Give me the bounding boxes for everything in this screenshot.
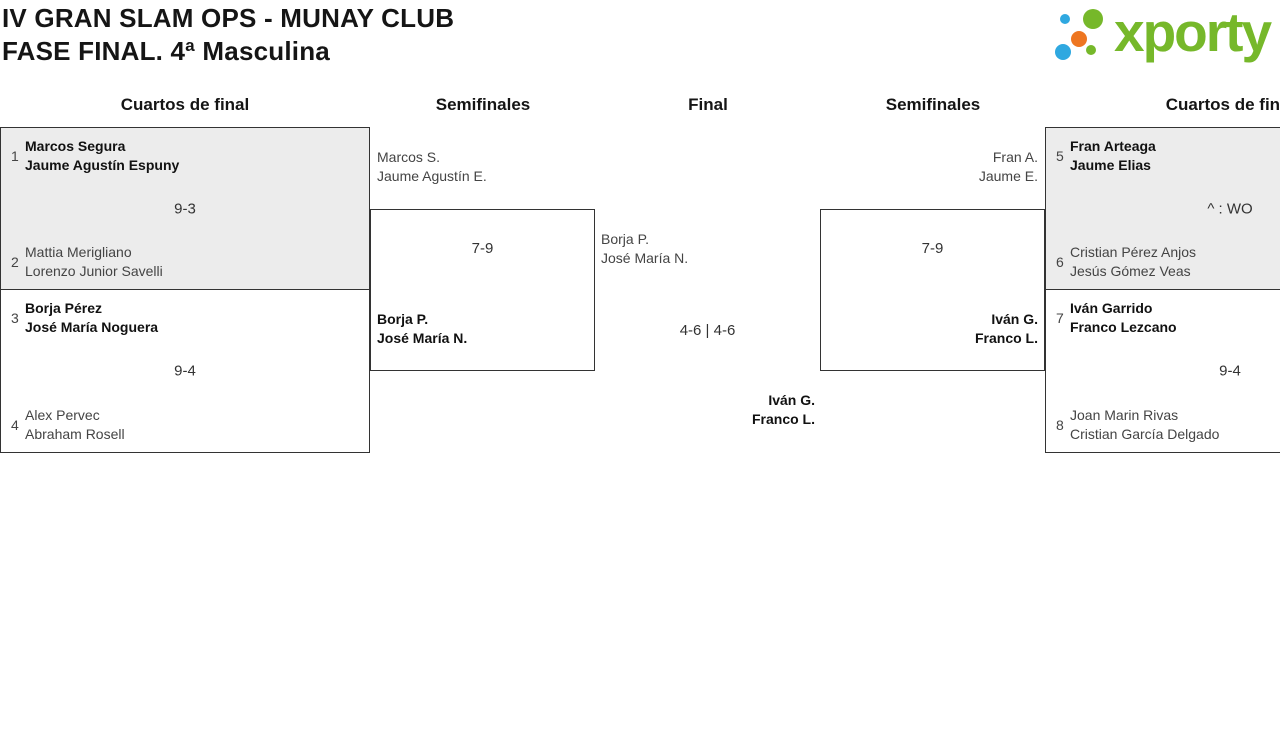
player-name: Iván G. [991, 311, 1038, 327]
player-name: Fran Arteaga [1070, 138, 1156, 154]
team-names: Iván Garrido Franco Lezcano [1070, 299, 1177, 337]
match-score: 9-4 [1219, 362, 1241, 380]
quarterfinals-left-column: 1 Marcos Segura Jaume Agustín Espuny 9-3… [0, 127, 370, 453]
tournament-name: IV GRAN SLAM OPS - MUNAY CLUB [2, 3, 455, 33]
final-team-bottom: Iván G. Franco L. [595, 391, 815, 429]
team-seed-5: 5 Fran Arteaga Jaume Elias [1056, 137, 1280, 175]
match-walkover-note: ^ : WO [1207, 200, 1253, 217]
seed-number: 7 [1056, 310, 1064, 326]
player-name: Cristian García Delgado [1070, 426, 1220, 442]
player-name: Jaume E. [978, 168, 1038, 184]
team-names: Borja Pérez José María Noguera [25, 299, 158, 337]
sf-right-team-top: Fran A. Jaume E. [820, 148, 1038, 186]
player-name: Cristian Pérez Anjos [1070, 244, 1197, 260]
player-name: Iván Garrido [1070, 300, 1153, 316]
player-name: Abraham Rosell [25, 426, 125, 442]
quarterfinals-right-column: 5 Fran Arteaga Jaume Elias ^ : WO 6 Cris… [1045, 127, 1280, 453]
xporty-wordmark: xporty [1114, 1, 1272, 63]
player-name: Jaume Agustín Espuny [25, 157, 180, 173]
seed-number: 6 [1056, 254, 1064, 270]
player-name: Franco L. [974, 330, 1038, 346]
player-name: Lorenzo Junior Savelli [25, 263, 163, 279]
team-names: Fran Arteaga Jaume Elias [1070, 137, 1156, 175]
team-names: Mattia Merigliano Lorenzo Junior Savelli [25, 243, 163, 281]
player-name: Mattia Merigliano [25, 244, 132, 260]
sf-left-team-bottom: Borja P. José María N. [377, 310, 467, 348]
match-qf1: 1 Marcos Segura Jaume Agustín Espuny 9-3… [1, 128, 369, 290]
round-header-sf-right: Semifinales [885, 95, 981, 114]
player-name: Borja P. [601, 231, 649, 247]
player-name: Jaume Agustín E. [377, 168, 487, 184]
xporty-dots-icon [1055, 9, 1103, 60]
team-seed-7: 7 Iván Garrido Franco Lezcano [1056, 299, 1280, 337]
player-name: José María Noguera [25, 319, 159, 335]
team-names: Alex Pervec Abraham Rosell [25, 406, 125, 444]
round-header-qf-right: Cuartos de final [1165, 95, 1280, 114]
seed-number: 3 [11, 310, 19, 326]
player-name: Joan Marin Rivas [1070, 407, 1179, 423]
match-qf2: 3 Borja Pérez José María Noguera 9-4 4 A… [1, 290, 369, 452]
seed-number: 1 [11, 148, 19, 164]
team-names: Cristian Pérez Anjos Jesús Gómez Veas [1070, 243, 1196, 281]
seed-number: 4 [11, 417, 19, 433]
player-name: Franco Lezcano [1070, 319, 1177, 335]
match-qf3: 5 Fran Arteaga Jaume Elias ^ : WO 6 Cris… [1046, 128, 1280, 290]
match-score: 7-9 [471, 240, 494, 257]
match-sf-right [820, 209, 1045, 371]
match-sf-left [370, 209, 595, 371]
round-header-qf-left: Cuartos de final [120, 95, 250, 114]
player-name: José María N. [377, 330, 468, 346]
match-score: 7-9 [921, 240, 944, 257]
team-names: Joan Marin Rivas Cristian García Delgado [1070, 406, 1219, 444]
player-name: Alex Pervec [25, 407, 100, 423]
phase-category: FASE FINAL. 4ª Masculina [2, 36, 330, 66]
match-score: 9-4 [174, 362, 196, 380]
team-seed-1: 1 Marcos Segura Jaume Agustín Espuny [11, 137, 361, 175]
team-seed-4: 4 Alex Pervec Abraham Rosell [11, 406, 361, 444]
final-score: 4-6 | 4-6 [679, 322, 736, 339]
seed-number: 8 [1056, 417, 1064, 433]
team-seed-6: 6 Cristian Pérez Anjos Jesús Gómez Veas [1056, 243, 1280, 281]
player-name: Borja Pérez [25, 300, 103, 316]
player-name: Marcos S. [377, 149, 441, 165]
player-name: Franco L. [751, 411, 815, 427]
player-name: Iván G. [768, 392, 815, 408]
player-name: Fran A. [992, 149, 1038, 165]
page-title: IV GRAN SLAM OPS - MUNAY CLUB FASE FINAL… [2, 2, 454, 68]
match-score: 9-3 [174, 200, 196, 217]
player-name: Marcos Segura [25, 138, 126, 154]
final-team-top: Borja P. José María N. [601, 230, 688, 268]
player-name: José María N. [601, 250, 689, 266]
sf-left-team-top: Marcos S. Jaume Agustín E. [377, 148, 487, 186]
player-name: Jesús Gómez Veas [1070, 263, 1191, 279]
player-name: Borja P. [377, 311, 429, 327]
round-header-final: Final [688, 95, 728, 114]
team-seed-2: 2 Mattia Merigliano Lorenzo Junior Savel… [11, 243, 361, 281]
player-name: Jaume Elias [1070, 157, 1151, 173]
team-names: Marcos Segura Jaume Agustín Espuny [25, 137, 179, 175]
xporty-logo[interactable]: xporty [1048, 1, 1280, 76]
seed-number: 5 [1056, 148, 1064, 164]
team-seed-8: 8 Joan Marin Rivas Cristian García Delga… [1056, 406, 1280, 444]
sf-right-team-bottom: Iván G. Franco L. [820, 310, 1038, 348]
match-qf4: 7 Iván Garrido Franco Lezcano 9-4 8 Joan… [1046, 290, 1280, 452]
team-seed-3: 3 Borja Pérez José María Noguera [11, 299, 361, 337]
round-header-sf-left: Semifinales [435, 95, 531, 114]
seed-number: 2 [11, 254, 19, 270]
